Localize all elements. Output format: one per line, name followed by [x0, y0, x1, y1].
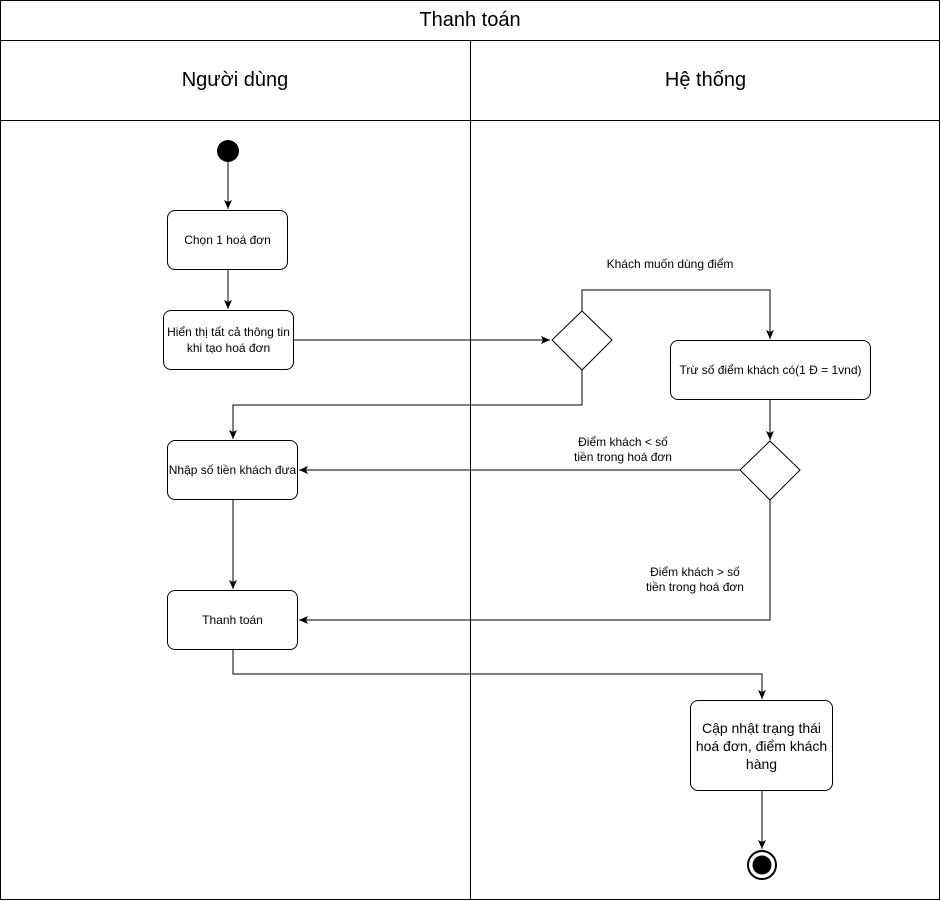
edge-decision-to-enter [229, 370, 583, 439]
start-node [217, 140, 239, 162]
activity-enter-amount: Nhập số tiền khách đưa [167, 440, 298, 500]
edge-compare-to-pay [299, 500, 771, 624]
lane-header-user: Người dùng [181, 69, 289, 91]
activity-choose-invoice: Chọn 1 hoá đơn [167, 210, 288, 270]
activity-show-info: Hiển thị tất cả thông tin khi tạo hoá đơ… [163, 310, 294, 370]
activity-pay: Thanh toán [167, 590, 298, 650]
activity-deduct-points: Trừ số điểm khách có(1 Đ = 1vnd) [670, 340, 871, 400]
edge-pay-to-update [232, 650, 766, 699]
end-node-inner [752, 855, 772, 875]
edge-label-points-more: Điểm khách > số tiền trong hoá đơn [646, 565, 744, 594]
activity-update-status: Cập nhật trạng thái hoá đơn, điểm khách … [690, 700, 833, 791]
edge-label-points-less: Điểm khách < số tiền trong hoá đơn [574, 435, 672, 464]
decision-use-points [551, 310, 613, 371]
decision-compare-points [739, 440, 801, 501]
edge-decision-to-deduct [581, 289, 774, 339]
lane-header-system: Hệ thống [664, 69, 747, 91]
diagram-title: Thanh toán [419, 9, 521, 31]
edge-label-use-points: Khách muốn dùng điểm [606, 257, 734, 271]
